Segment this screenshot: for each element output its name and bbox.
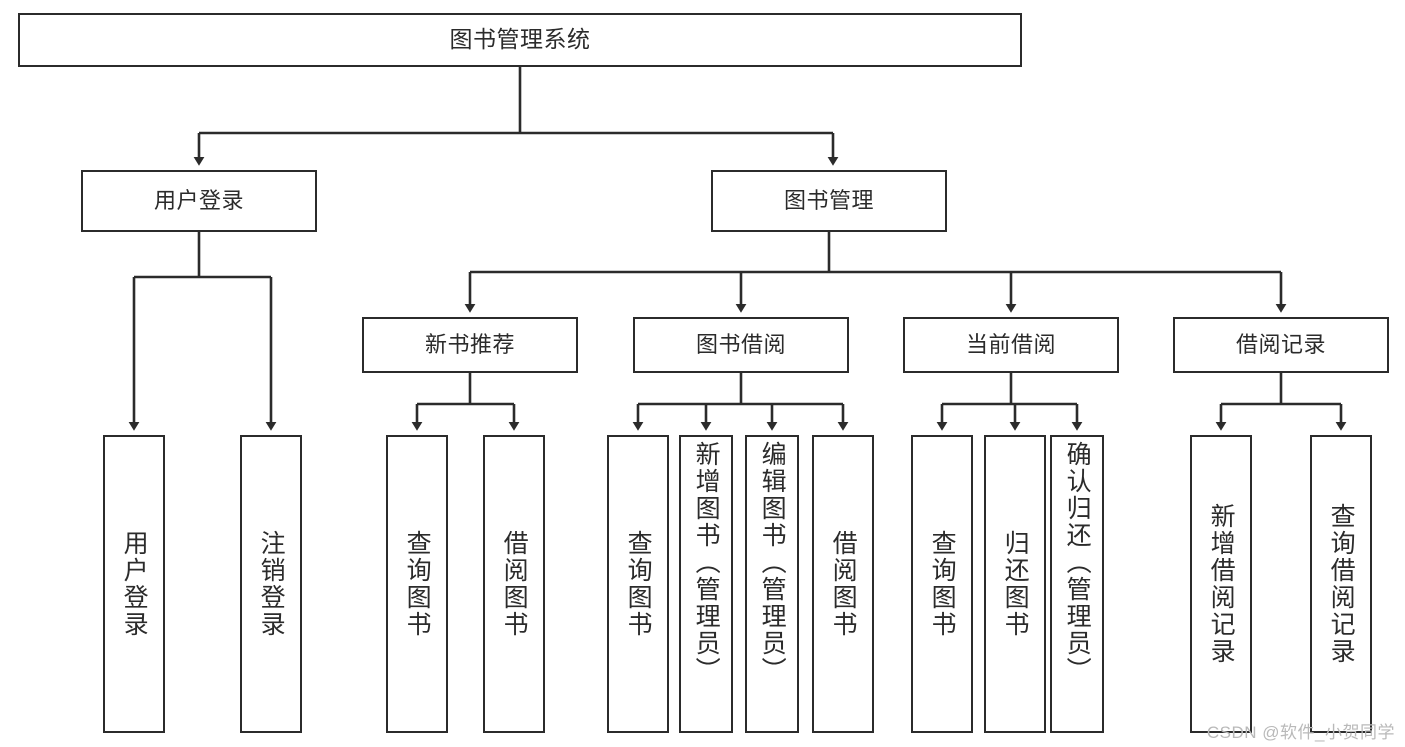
node-leaf-logout-login[interactable]: 注销登录 — [240, 435, 302, 733]
csdn-watermark: CSDN @软件_小贺同学 — [1206, 723, 1395, 742]
node-leaf-user-login[interactable]: 用户登录 — [103, 435, 165, 733]
node-leaf-add-book-admin[interactable]: 新增图书（管理员） — [679, 435, 733, 733]
node-leaf-user-login-label: 用户登录 — [120, 530, 149, 638]
node-book-borrow[interactable]: 图书借阅 — [633, 317, 849, 373]
node-leaf-edit-book-admin[interactable]: 编辑图书（管理员） — [745, 435, 799, 733]
node-leaf-query-book-1[interactable]: 查询图书 — [386, 435, 448, 733]
node-leaf-borrow-book-2[interactable]: 借阅图书 — [812, 435, 874, 733]
node-current-borrow[interactable]: 当前借阅 — [903, 317, 1119, 373]
node-leaf-borrow-book-1-label: 借阅图书 — [500, 530, 529, 638]
node-leaf-query-borrow-record[interactable]: 查询借阅记录 — [1310, 435, 1372, 733]
node-leaf-logout-login-label: 注销登录 — [257, 530, 286, 638]
node-leaf-add-borrow-record-label: 新增借阅记录 — [1207, 503, 1236, 665]
node-leaf-borrow-book-2-label: 借阅图书 — [829, 530, 858, 638]
node-leaf-add-book-admin-label: 新增图书（管理员） — [692, 441, 721, 684]
node-leaf-confirm-return-admin-label: 确认归还（管理员） — [1063, 441, 1092, 684]
node-root-system-label: 图书管理系统 — [449, 26, 591, 53]
node-leaf-return-book-label: 归还图书 — [1001, 530, 1030, 638]
node-borrow-record[interactable]: 借阅记录 — [1173, 317, 1389, 373]
node-book-borrow-label: 图书借阅 — [695, 332, 786, 358]
node-book-manage[interactable]: 图书管理 — [711, 170, 947, 232]
node-new-book-recommend-label: 新书推荐 — [424, 332, 515, 358]
node-new-book-recommend[interactable]: 新书推荐 — [362, 317, 578, 373]
node-current-borrow-label: 当前借阅 — [965, 332, 1056, 358]
node-leaf-query-book-3-label: 查询图书 — [928, 530, 957, 638]
node-leaf-confirm-return-admin[interactable]: 确认归还（管理员） — [1050, 435, 1104, 733]
node-leaf-return-book[interactable]: 归还图书 — [984, 435, 1046, 733]
node-user-login-label: 用户登录 — [153, 188, 244, 214]
node-root-system[interactable]: 图书管理系统 — [18, 13, 1022, 67]
node-leaf-add-borrow-record[interactable]: 新增借阅记录 — [1190, 435, 1252, 733]
node-leaf-query-borrow-record-label: 查询借阅记录 — [1327, 503, 1356, 665]
node-borrow-record-label: 借阅记录 — [1235, 332, 1326, 358]
node-leaf-query-book-1-label: 查询图书 — [403, 530, 432, 638]
node-leaf-edit-book-admin-label: 编辑图书（管理员） — [758, 441, 787, 684]
node-leaf-borrow-book-1[interactable]: 借阅图书 — [483, 435, 545, 733]
node-book-manage-label: 图书管理 — [783, 188, 874, 214]
node-leaf-query-book-2-label: 查询图书 — [624, 530, 653, 638]
node-leaf-query-book-3[interactable]: 查询图书 — [911, 435, 973, 733]
node-user-login[interactable]: 用户登录 — [81, 170, 317, 232]
node-leaf-query-book-2[interactable]: 查询图书 — [607, 435, 669, 733]
